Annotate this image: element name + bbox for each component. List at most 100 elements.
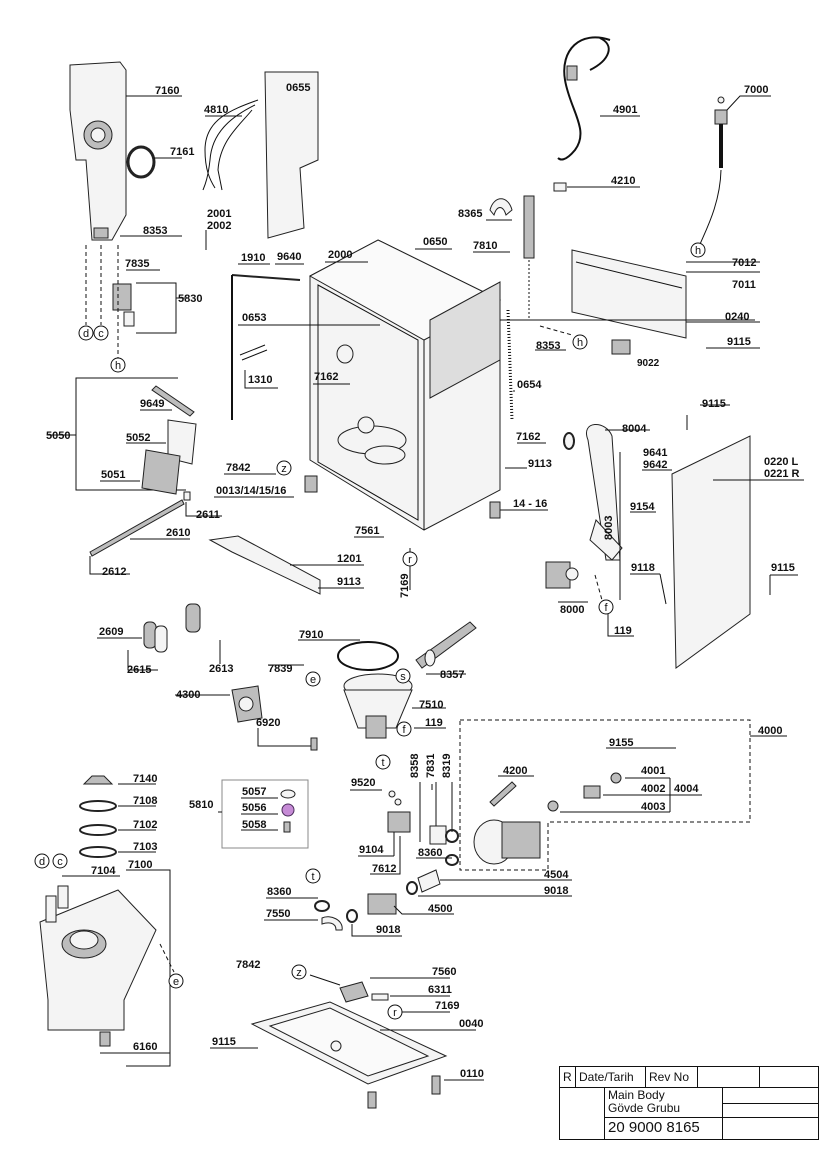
part-1910-seal [231, 274, 301, 281]
label-9642: 9642 [643, 459, 667, 471]
callout-h-2: h [690, 242, 706, 258]
callout-e-2: e [168, 973, 184, 989]
svg-text:t: t [381, 757, 384, 769]
label-5830: 5830 [178, 293, 202, 305]
label-5058: 5058 [242, 819, 266, 831]
label-4500: 4500 [428, 903, 452, 915]
label-9520: 9520 [351, 777, 375, 789]
label-4810: 4810 [204, 104, 228, 116]
title-block-empty-1 [698, 1067, 760, 1087]
label-9018b: 9018 [376, 924, 400, 936]
part-7910-gasket [337, 641, 399, 671]
part-4500-drain-pump [367, 893, 397, 915]
callout-c-1: c [93, 325, 109, 341]
part-8357-fitting [415, 621, 477, 669]
label-9113a: 9113 [528, 458, 552, 470]
label-4901: 4901 [613, 104, 637, 116]
svg-text:r: r [393, 1007, 397, 1019]
label-6920: 6920 [256, 717, 280, 729]
label-4210: 4210 [611, 175, 635, 187]
title-block-date: Date/Tarih [576, 1067, 646, 1087]
callout-h-3: h [572, 334, 588, 350]
title-block-number: 20 9000 8165 [608, 1119, 700, 1136]
label-9115a: 9115 [727, 336, 751, 348]
label-1201: 1201 [337, 553, 361, 565]
svg-text:h: h [577, 337, 583, 349]
part-2609-latch [143, 621, 168, 653]
svg-text:r: r [408, 554, 412, 566]
svg-text:d: d [39, 856, 45, 868]
label-7612: 7612 [372, 863, 396, 875]
label-4003: 4003 [641, 801, 665, 813]
callout-r-2: r [387, 1004, 403, 1020]
callout-t-1: t [375, 754, 391, 770]
svg-text:c: c [98, 328, 104, 340]
label-5810: 5810 [189, 799, 213, 811]
label-0220: 0220 L [764, 456, 799, 468]
part-4200-bolt [489, 781, 517, 807]
label-2611: 2611 [196, 509, 220, 521]
label-4000: 4000 [758, 725, 782, 737]
label-1310: 1310 [248, 374, 272, 386]
label-7011: 7011 [732, 279, 756, 291]
label-7140: 7140 [133, 773, 157, 785]
label-9640: 9640 [277, 251, 301, 263]
label-7104: 7104 [91, 865, 116, 877]
label-7169a: 7169 [399, 574, 411, 598]
part-7140-cap [82, 775, 114, 785]
label-8353a: 8353 [143, 225, 167, 237]
part-4504-pipe [417, 869, 441, 893]
label-7510: 7510 [419, 699, 443, 711]
title-block-rev: Rev No [646, 1067, 698, 1087]
part-4210-clip [553, 182, 567, 192]
label-5056: 5056 [242, 802, 266, 814]
label-5051: 5051 [101, 469, 125, 481]
label-8358: 8358 [409, 754, 421, 778]
label-5052: 5052 [126, 432, 150, 444]
part-7510-sump [343, 673, 413, 739]
part-8365-bracket [489, 198, 513, 217]
svg-text:d: d [83, 328, 89, 340]
part-7000-sensor [697, 96, 728, 251]
title-block: R Date/Tarih Rev No Main Body Gövde Grub… [559, 1066, 819, 1140]
label-7842a: 7842 [226, 462, 250, 474]
label-9154: 9154 [630, 501, 655, 513]
label-2002: 2002 [207, 220, 231, 232]
label-1416: 14 - 16 [513, 498, 547, 510]
title-block-name-tr: Gövde Grubu [608, 1101, 681, 1115]
part-5052-board [167, 419, 197, 465]
label-7831: 7831 [425, 754, 437, 778]
part-8000-motor [545, 561, 579, 589]
title-block-r: R [560, 1067, 576, 1087]
label-7561: 7561 [355, 525, 379, 537]
label-0655: 0655 [286, 82, 310, 94]
label-8360b: 8360 [267, 886, 291, 898]
callout-s-1: s [395, 668, 411, 684]
label-7000: 7000 [744, 84, 768, 96]
callout-f-1: f [598, 599, 614, 615]
label-7162a: 7162 [314, 371, 338, 383]
label-2000: 2000 [328, 249, 352, 261]
label-7842b: 7842 [236, 959, 260, 971]
svg-text:e: e [310, 674, 316, 686]
callout-e-1: e [305, 671, 321, 687]
label-7169b: 7169 [435, 1000, 459, 1012]
part-1201-tray [208, 535, 321, 595]
part-0654-strip [506, 309, 514, 421]
label-0221: 0221 R [764, 468, 800, 480]
svg-text:t: t [311, 871, 314, 883]
label-0654: 0654 [517, 379, 542, 391]
callout-d-1: d [78, 325, 94, 341]
callout-d-2: d [34, 853, 50, 869]
label-9022: 9022 [637, 358, 660, 369]
label-8004: 8004 [622, 423, 647, 435]
callout-z-1: z [276, 460, 292, 476]
label-2609: 2609 [99, 626, 123, 638]
label-8319: 8319 [441, 754, 453, 778]
label-9649: 9649 [140, 398, 164, 410]
part-0655-panel [264, 71, 319, 239]
label-9113b: 9113 [337, 576, 361, 588]
callout-r-1: r [402, 551, 418, 567]
label-2612: 2612 [102, 566, 126, 578]
